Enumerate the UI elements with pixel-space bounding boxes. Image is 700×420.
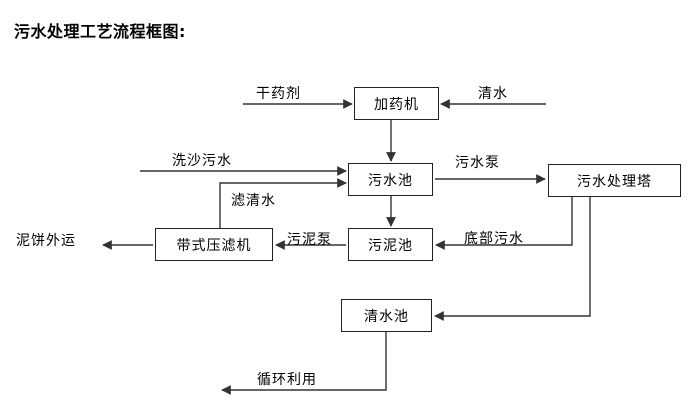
node-treatment-tower[interactable]: 污水处理塔 xyxy=(548,164,681,197)
edge-tower-to-sludge-pool xyxy=(435,197,573,250)
edge-tower-to-clear-water-pool xyxy=(434,197,591,321)
edge-label-sludge-pump: 污泥泵 xyxy=(287,232,332,248)
edge-label-dry-reagent: 干药剂 xyxy=(256,86,301,102)
page-title: 污水处理工艺流程框图: xyxy=(14,22,186,41)
node-label: 加药机 xyxy=(374,96,419,113)
edge-clear-water-pool-to-reuse xyxy=(221,332,387,395)
node-label: 污泥池 xyxy=(368,237,413,254)
edge-filtered-water-to-sewage-pool xyxy=(219,178,347,228)
edge-label-recycle-reuse: 循环利用 xyxy=(257,372,317,388)
node-dosing-machine[interactable]: 加药机 xyxy=(354,87,439,120)
node-sewage-pool[interactable]: 污水池 xyxy=(348,163,433,196)
edge-label-bottom-sewage: 底部污水 xyxy=(464,231,524,247)
node-label: 带式压滤机 xyxy=(176,237,252,254)
edge-label-clean-water: 清水 xyxy=(478,86,508,102)
terminal-mud-cake-out: 泥饼外运 xyxy=(16,233,76,249)
edge-label-sand-wash-sewage: 洗沙污水 xyxy=(172,153,232,169)
edge-label-sewage-pump: 污水泵 xyxy=(455,155,500,171)
node-belt-filter-press[interactable]: 带式压滤机 xyxy=(155,228,273,261)
node-sludge-pool[interactable]: 污泥池 xyxy=(348,228,433,261)
edge-label-filtered-water: 滤清水 xyxy=(231,193,276,209)
node-label: 污水池 xyxy=(368,172,413,189)
node-label: 清水池 xyxy=(364,308,409,325)
node-label: 污水处理塔 xyxy=(577,173,652,190)
node-clear-water-pool[interactable]: 清水池 xyxy=(341,299,432,332)
